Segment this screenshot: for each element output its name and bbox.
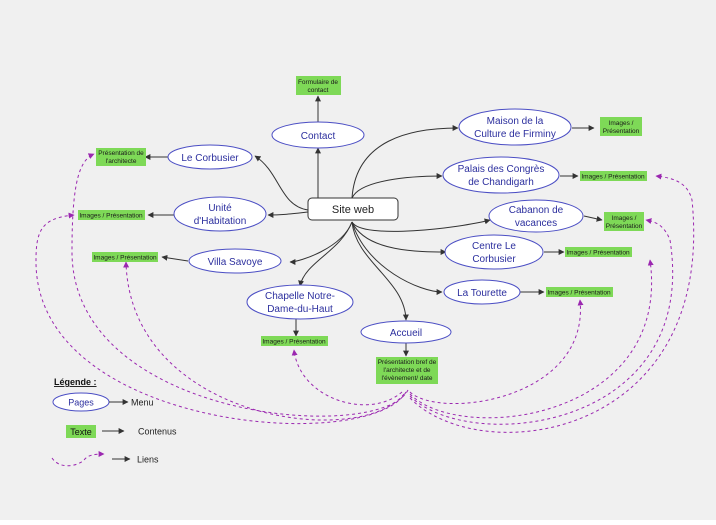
link-unite [35,212,407,425]
legend-pages-label: Pages [68,398,94,408]
page-palais-label-1: Palais des Congrès [458,164,545,175]
link-tourette [409,299,584,405]
content-presentation-architecte-2: l'architecte [106,158,137,165]
page-le-corbusier[interactable]: Le Corbusier [167,144,253,170]
page-accueil[interactable]: Accueil [360,320,452,344]
page-unite[interactable]: Unité d'Habitation [173,196,267,232]
page-centre[interactable]: Centre Le Corbusier [444,234,544,270]
page-villa-savoye-label: Villa Savoye [208,257,263,268]
content-images-villa-label: Images / Présentation [93,255,157,262]
edge-maison [351,125,459,199]
content-formulaire: Formulaire de contact [296,76,341,95]
edge-unite [267,211,309,218]
page-maison[interactable]: Maison de la Culture de Firminy [458,108,572,146]
center-node[interactable]: Site web [307,197,399,221]
legend-pages-sample: Pages [52,392,110,412]
page-contact[interactable]: Contact [271,121,365,149]
legend-links-curve [51,451,105,467]
content-edges [144,95,603,357]
content-images-palais-label: Images / Présentation [581,174,645,181]
link-villa [123,261,405,421]
content-images-centre-label: Images / Présentation [566,250,630,257]
content-images-villa: Images / Présentation [92,252,158,262]
edge-centre [351,221,447,255]
legend-text-sample: Texte [66,425,96,438]
edge-accueil [351,221,409,321]
content-images-palais: Images / Présentation [580,171,647,181]
content-accueil-2: l'architecte et de [383,367,431,374]
page-maison-label-1: Maison de la [487,116,544,127]
content-images-cabanon-2: Présentation [606,223,643,230]
edge-palais [351,173,443,199]
menu-edges [254,125,491,321]
edge-villa-images [161,254,189,262]
center-label: Site web [332,204,374,216]
legend-links-desc: Liens [137,455,159,465]
content-images-maison-1: Images / [609,120,634,127]
page-cabanon-label-1: Cabanon de [509,205,564,216]
page-palais-label-2: de Chandigarh [468,177,534,188]
page-chapelle[interactable]: Chapelle Notre- Dame-du-Haut [246,284,354,320]
edge-villa-savoye [289,221,353,265]
content-images-cabanon-1: Images / [612,215,637,222]
content-images-tourette-label: Images / Présentation [547,290,611,297]
page-tourette[interactable]: La Tourette [443,279,521,305]
link-cabanon [409,218,673,425]
content-images-cabanon: Images / Présentation [604,212,644,231]
content-formulaire-2: contact [308,87,329,94]
page-centre-label-2: Corbusier [472,254,516,265]
content-presentation-architecte-1: Présentation de [98,150,144,157]
page-palais[interactable]: Palais des Congrès de Chandigarh [442,156,560,194]
page-unite-label-1: Unité [208,203,232,214]
edge-tourette [351,221,443,295]
legend-pages-desc: Menu [131,398,154,408]
legend-title: Légende : [54,377,97,387]
link-chapelle [291,349,403,406]
page-tourette-label: La Tourette [457,288,507,299]
page-chapelle-label-1: Chapelle Notre- [265,291,335,302]
content-images-centre: Images / Présentation [565,247,632,257]
edge-cabanon-images [583,215,603,222]
edge-chapelle [298,221,353,287]
legend-text-label: Texte [70,427,92,437]
content-images-unite-label: Images / Présentation [79,213,143,220]
legend-text-desc: Contenus [138,427,177,437]
page-chapelle-label-2: Dame-du-Haut [267,304,333,315]
link-le-corbusier [71,153,409,417]
page-unite-label-2: d'Habitation [194,216,247,227]
page-maison-label-2: Culture de Firminy [474,129,556,140]
content-images-tourette: Images / Présentation [546,287,613,297]
edge-le-corbusier [254,155,309,211]
page-cabanon[interactable]: Cabanon de vacances [488,199,584,233]
content-accueil: Présentation bref de l'architecte et de … [376,357,438,384]
legend: Légende : Pages Menu Texte Contenus Lien… [51,377,177,467]
link-curves [35,153,695,433]
page-le-corbusier-label: Le Corbusier [181,153,239,164]
edge-cabanon [351,218,491,232]
page-centre-label-1: Centre Le [472,241,516,252]
content-accueil-1: Présentation bref de [378,359,437,366]
content-images-unite: Images / Présentation [78,210,145,220]
content-accueil-3: l'évènement/ date [381,375,432,382]
content-images-chapelle-label: Images / Présentation [262,339,326,346]
content-formulaire-1: Formulaire de [298,79,338,86]
page-accueil-label: Accueil [390,328,422,339]
page-contact-label: Contact [301,131,336,142]
page-cabanon-label-2: vacances [515,218,557,229]
page-villa-savoye[interactable]: Villa Savoye [188,248,282,274]
content-images-maison: Images / Présentation [600,117,642,136]
content-images-chapelle: Images / Présentation [261,336,328,346]
content-images-maison-2: Présentation [603,128,640,135]
content-presentation-architecte: Présentation de l'architecte [96,148,146,166]
link-centre [409,259,654,419]
